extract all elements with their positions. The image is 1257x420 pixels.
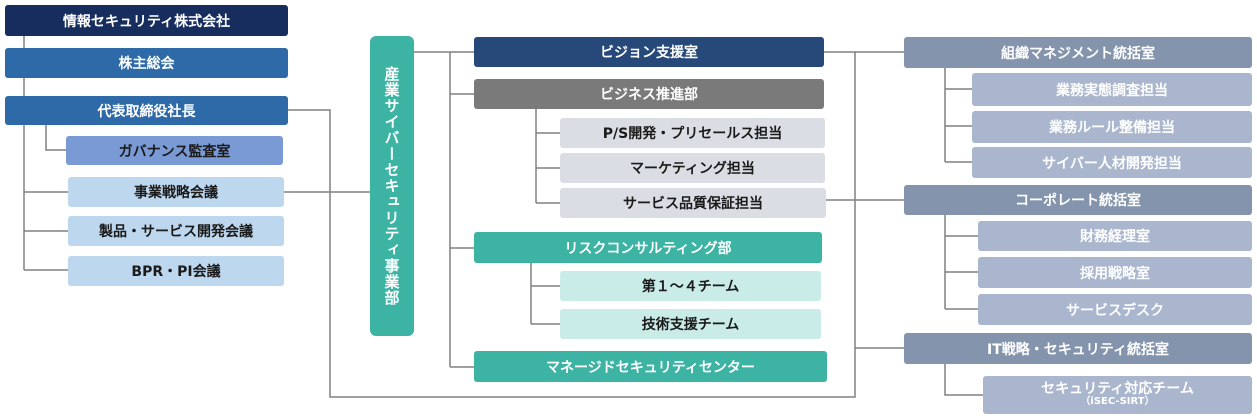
- business-rules-box: 業務ルール整備担当: [972, 111, 1252, 143]
- corporate-office-box: コーポレート統括室: [904, 185, 1252, 215]
- product-service-meeting-box: 製品・サービス開発会議: [68, 216, 284, 246]
- business-strategy-meeting-box: 事業戦略会議: [68, 177, 284, 207]
- sirt-subtitle: （iSEC-SIRT）: [1080, 396, 1155, 408]
- division-label: 産業サイバーセキュリティ事業部: [382, 66, 401, 306]
- business-survey-box: 業務実態調査担当: [972, 73, 1252, 106]
- sirt-title: セキュリティ対応チーム: [1041, 381, 1194, 398]
- ps-dev-presales-box: P/S開発・プリセールス担当: [560, 118, 825, 148]
- it-strategy-security-office-box: IT戦略・セキュリティ統括室: [904, 333, 1252, 364]
- security-response-team-box: セキュリティ対応チーム （iSEC-SIRT）: [983, 376, 1252, 414]
- president-box: 代表取締役社長: [5, 96, 288, 125]
- service-qa-box: サービス品質保証担当: [560, 188, 826, 218]
- org-management-office-box: 組織マネジメント統括室: [904, 37, 1252, 68]
- tech-support-team-box: 技術支援チーム: [560, 309, 821, 339]
- bpr-pi-meeting-box: BPR・PI会議: [68, 256, 284, 286]
- industrial-cyber-division-box: 産業サイバーセキュリティ事業部: [370, 36, 414, 336]
- business-promotion-box: ビジネス推進部: [474, 79, 824, 109]
- shareholders-meeting-box: 株主総会: [5, 48, 288, 78]
- finance-office-box: 財務経理室: [978, 221, 1252, 251]
- teams-1-4-box: 第１～４チーム: [560, 271, 821, 301]
- company-box: 情報セキュリティ株式会社: [5, 5, 288, 36]
- managed-security-center-box: マネージドセキュリティセンター: [474, 351, 827, 382]
- cyber-talent-dev-box: サイバー人材開発担当: [972, 147, 1252, 178]
- vision-support-box: ビジョン支援室: [474, 37, 824, 67]
- service-desk-box: サービスデスク: [978, 294, 1252, 325]
- recruiting-strategy-box: 採用戦略室: [978, 257, 1252, 288]
- governance-audit-box: ガバナンス監査室: [66, 136, 283, 165]
- risk-consulting-box: リスクコンサルティング部: [474, 232, 822, 263]
- marketing-box: マーケティング担当: [560, 153, 825, 183]
